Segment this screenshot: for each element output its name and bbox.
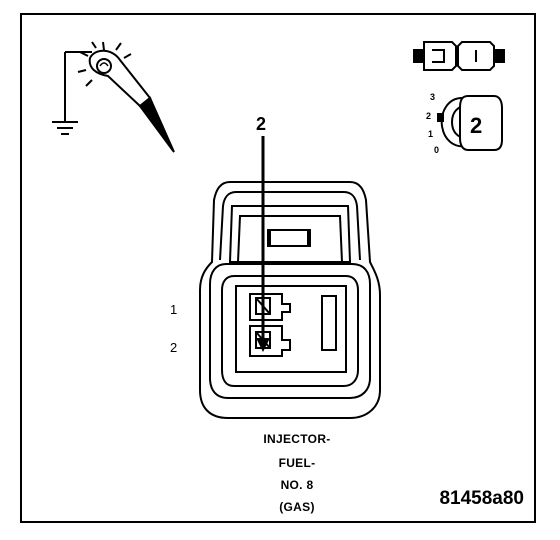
terminal-pin-1 (249, 293, 291, 321)
caption-line-2: FUEL- (278, 456, 316, 470)
pin-label-1: 1 (170, 302, 178, 317)
pin-label-2: 2 (170, 340, 178, 355)
probe-scale-0: 0 (434, 145, 440, 155)
probe-selected-position: 2 (470, 113, 483, 138)
caption-line-4: (GAS) (279, 500, 315, 514)
caption-line-3: NO. 8 (280, 478, 314, 492)
caption-line-1: INJECTOR- (263, 432, 331, 446)
callout-number: 2 (256, 114, 267, 134)
connector-pair-icon (413, 41, 505, 71)
callout-arrow (256, 136, 270, 352)
test-light-probe-icon (77, 41, 175, 153)
probe-scale-1: 1 (428, 129, 434, 139)
terminal-pin-2 (249, 325, 291, 357)
diagram-frame (20, 13, 536, 523)
probe-scale-3: 3 (430, 92, 436, 102)
probe-scale-2: 2 (426, 111, 432, 121)
ground-symbol-icon (52, 51, 92, 135)
figure-id: 81458a80 (439, 488, 524, 509)
connector-housing (199, 181, 381, 419)
probe-selector-icon (437, 95, 503, 151)
